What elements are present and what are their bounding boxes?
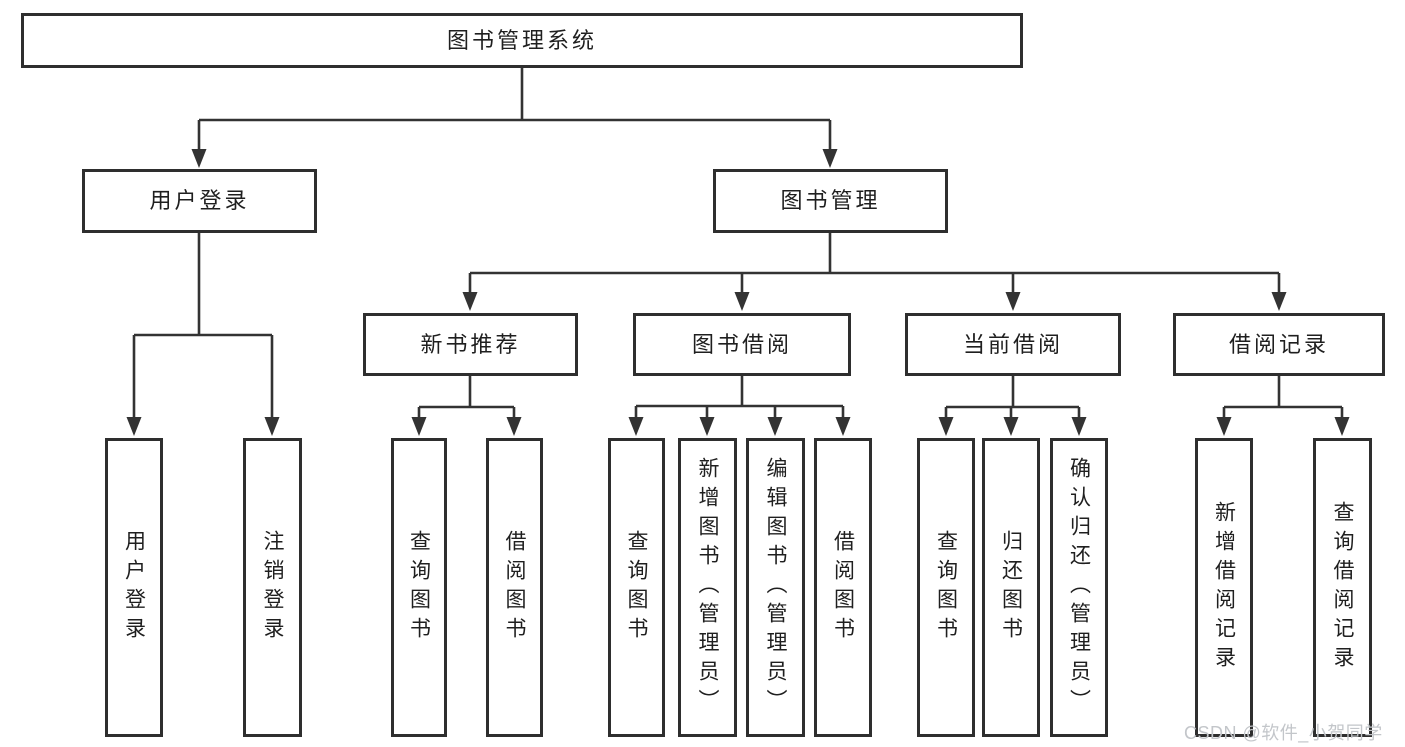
node-borrow-record: 借阅记录 <box>1173 313 1385 376</box>
leaf-current-return-book-label: 归还图书 <box>999 529 1023 646</box>
leaf-user-login: 用户登录 <box>105 438 163 737</box>
leaf-borrow-add-book-admin-label: 新增图书（管理员） <box>696 457 719 718</box>
leaf-borrow-edit-book-admin: 编辑图书（管理员） <box>746 438 805 737</box>
node-user-login-label: 用户登录 <box>149 188 250 213</box>
leaf-borrow-add-book-admin: 新增图书（管理员） <box>678 438 737 737</box>
leaf-newbook-borrow-book: 借阅图书 <box>486 438 543 737</box>
leaf-current-confirm-return-admin: 确认归还（管理员） <box>1050 438 1108 737</box>
node-book-management-label: 图书管理 <box>780 188 881 213</box>
leaf-newbook-borrow-book-label: 借阅图书 <box>503 529 526 646</box>
leaf-borrow-edit-book-admin-label: 编辑图书（管理员） <box>764 457 787 718</box>
leaf-borrow-borrow-book: 借阅图书 <box>814 438 872 737</box>
leaf-current-confirm-return-admin-label: 确认归还（管理员） <box>1067 457 1091 718</box>
leaf-borrow-query-book: 查询图书 <box>608 438 665 737</box>
node-new-book-recommend: 新书推荐 <box>363 313 578 376</box>
node-new-book-recommend-label: 新书推荐 <box>420 331 521 357</box>
leaf-current-return-book: 归还图书 <box>982 438 1040 737</box>
watermark-text: CSDN @软件_小贺同学 <box>1184 723 1383 743</box>
leaf-record-add-borrow-record-label: 新增借阅记录 <box>1212 500 1236 675</box>
leaf-newbook-query-book: 查询图书 <box>391 438 447 737</box>
leaf-record-query-borrow-record: 查询借阅记录 <box>1313 438 1372 737</box>
node-current-borrow-label: 当前借阅 <box>962 331 1063 357</box>
leaf-record-query-borrow-record-label: 查询借阅记录 <box>1331 500 1354 675</box>
node-current-borrow: 当前借阅 <box>905 313 1121 376</box>
leaf-record-add-borrow-record: 新增借阅记录 <box>1195 438 1253 737</box>
node-root: 图书管理系统 <box>21 13 1023 68</box>
node-borrow-record-label: 借阅记录 <box>1228 331 1329 357</box>
leaf-user-login-label: 用户登录 <box>122 529 146 646</box>
leaf-logout-login: 注销登录 <box>243 438 302 737</box>
leaf-current-query-book: 查询图书 <box>917 438 975 737</box>
node-root-label: 图书管理系统 <box>446 27 597 53</box>
leaf-newbook-query-book-label: 查询图书 <box>407 529 431 646</box>
node-book-borrow: 图书借阅 <box>633 313 851 376</box>
leaf-logout-login-label: 注销登录 <box>261 529 284 646</box>
leaf-current-query-book-label: 查询图书 <box>934 529 958 646</box>
node-book-management: 图书管理 <box>713 169 948 233</box>
leaf-borrow-query-book-label: 查询图书 <box>625 529 648 646</box>
node-user-login: 用户登录 <box>82 169 317 233</box>
node-book-borrow-label: 图书借阅 <box>691 331 792 357</box>
leaf-borrow-borrow-book-label: 借阅图书 <box>831 529 855 646</box>
